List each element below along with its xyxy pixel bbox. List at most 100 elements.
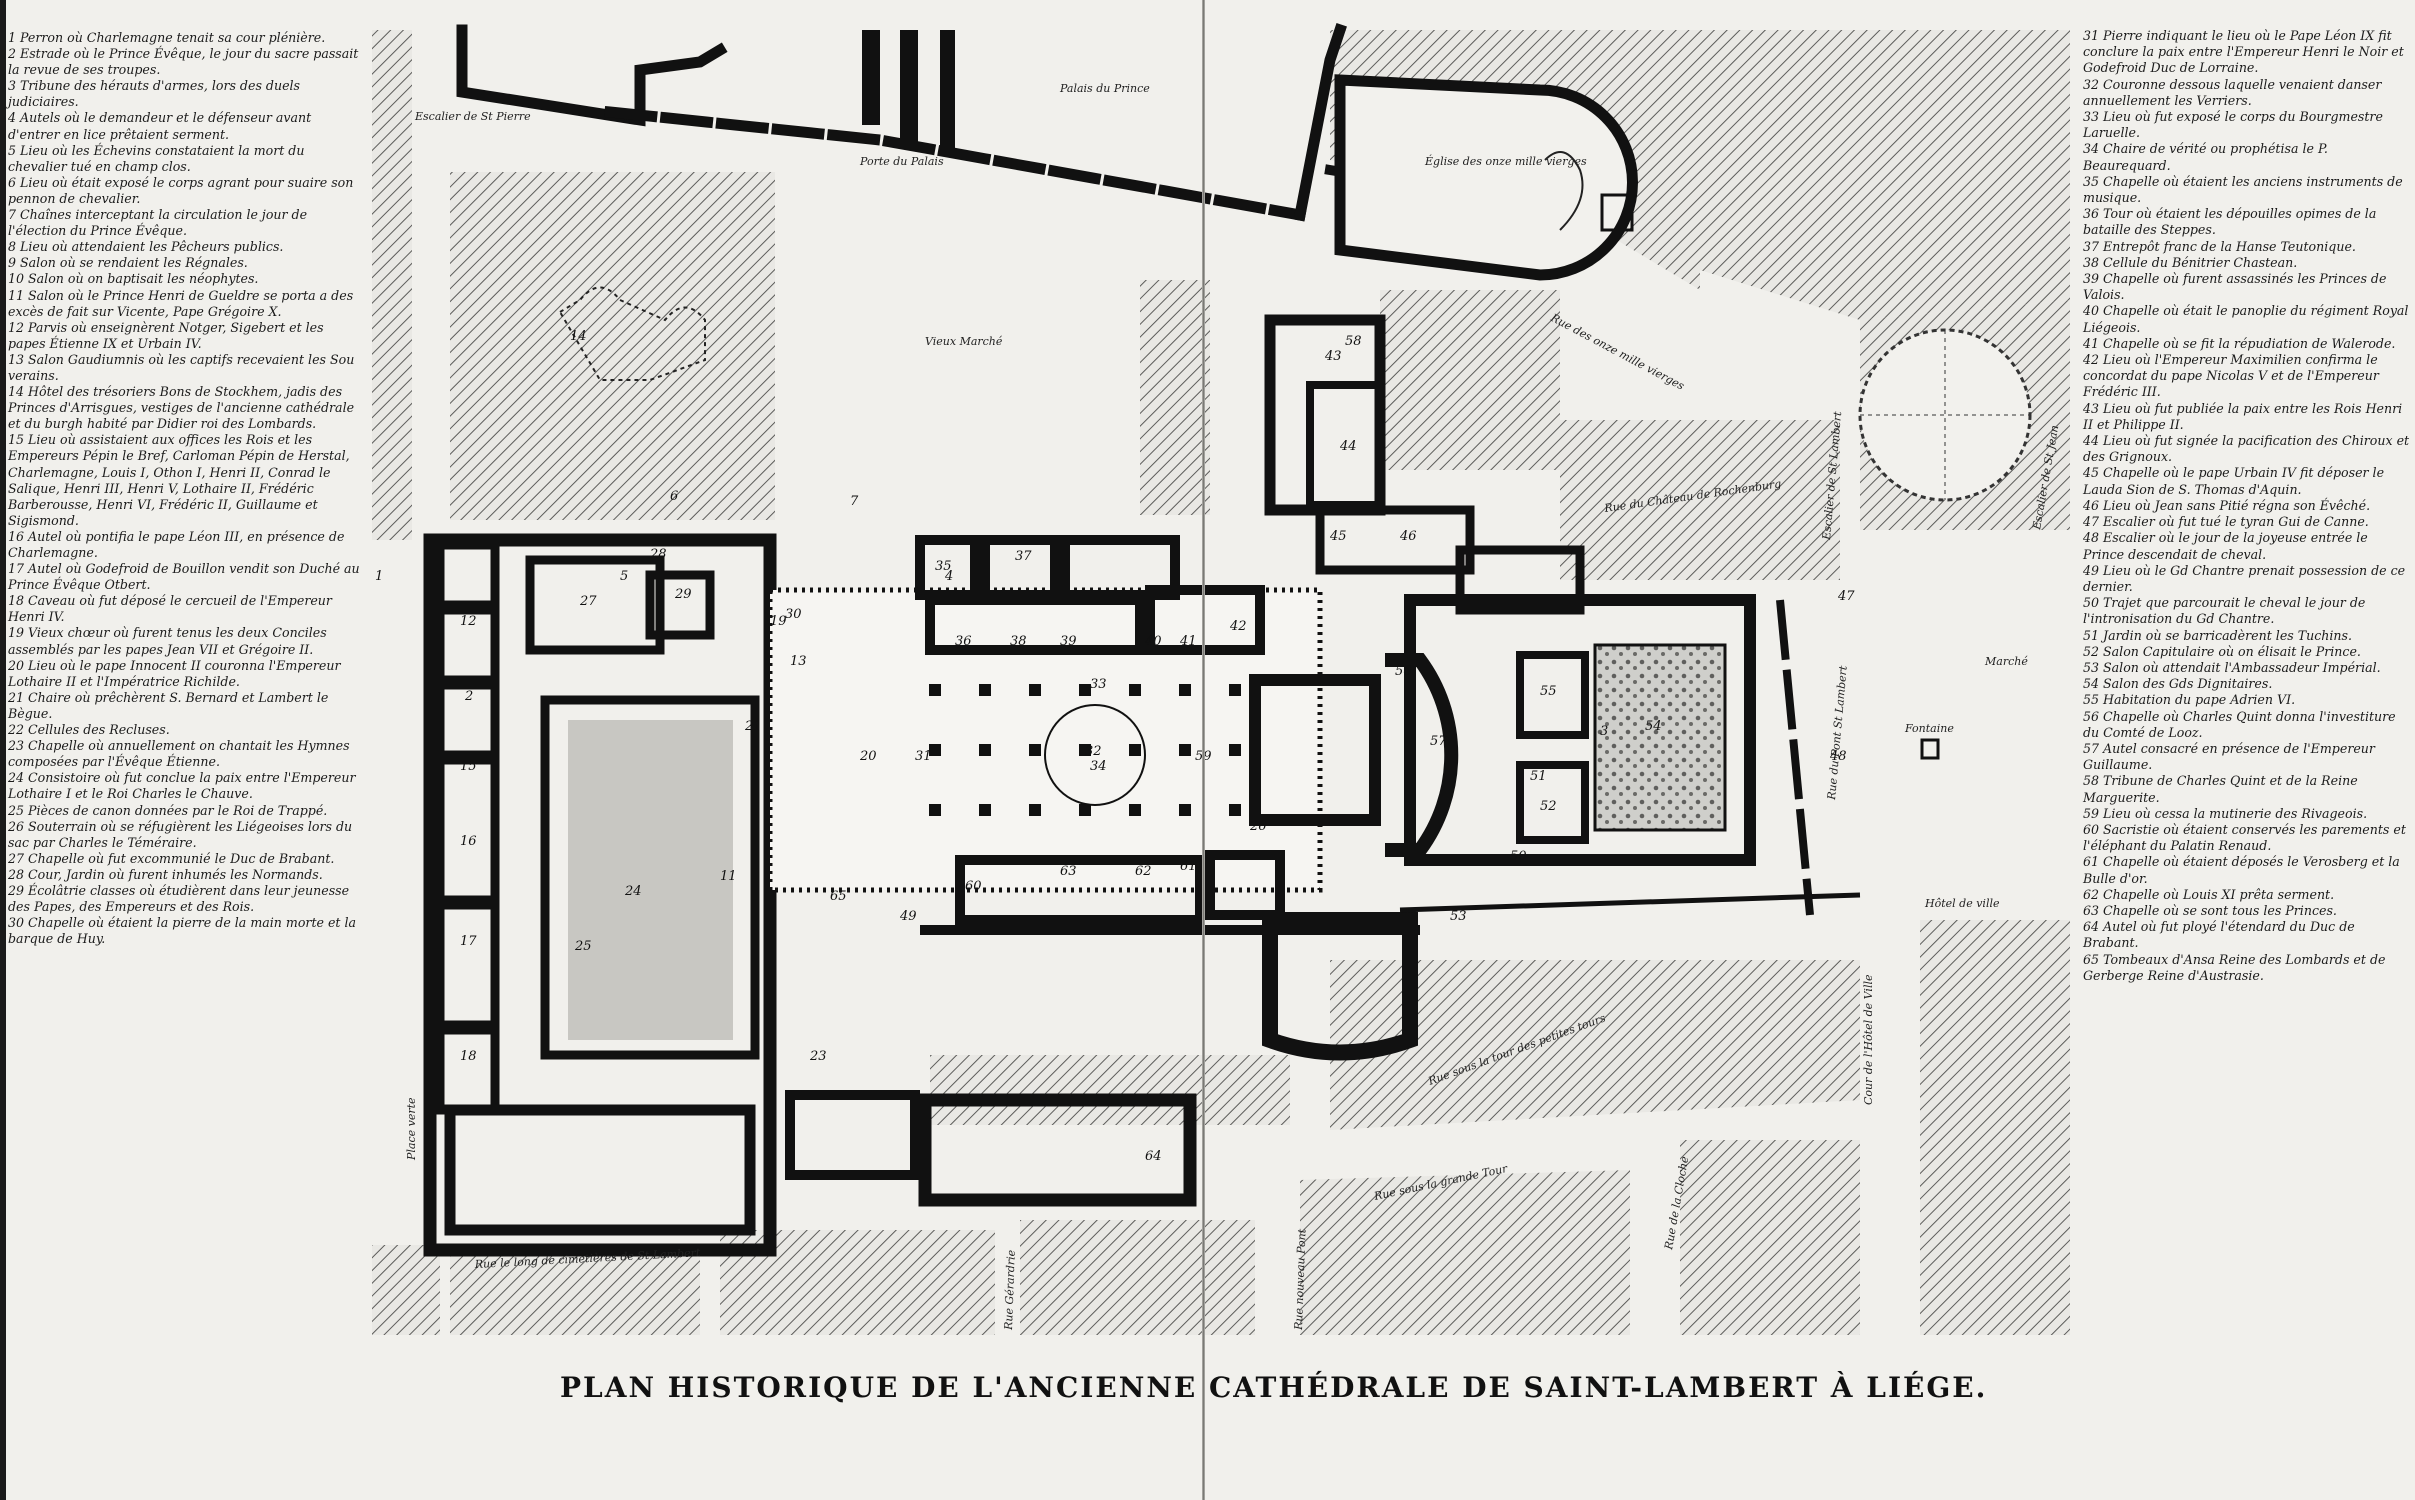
label-palais-du-prince: Palais du Prince (1059, 82, 1150, 95)
nave-column (1179, 744, 1191, 756)
room-49: 49 (899, 909, 917, 924)
plan-title: PLAN HISTORIQUE DE L'ANCIENNE CATHÉDRALE… (560, 1371, 1988, 1404)
room-37: 37 (1015, 549, 1032, 564)
nave-column (1179, 804, 1191, 816)
room-19: 19 (770, 614, 787, 629)
room-23: 23 (809, 1049, 827, 1064)
legend-entry: 52 Salon Capitulaire où on élisait le Pr… (2083, 643, 2361, 659)
room-64: 64 (1145, 1149, 1162, 1164)
room-48: 48 (1829, 749, 1847, 764)
room-18: 18 (460, 1049, 477, 1064)
block-north-centre (1140, 280, 1210, 515)
legend-entry: 13 Salon Gaudiumnis où les captifs recev… (8, 351, 355, 383)
nave-column (1029, 804, 1041, 816)
room-63: 63 (1060, 864, 1077, 879)
room-54: 54 (1645, 719, 1662, 734)
legend-entry: 8 Lieu où attendaient les Pêcheurs publi… (8, 239, 284, 255)
block-east-upper (1560, 420, 1840, 580)
legend-entry: 40 Chapelle où était le panoplie du régi… (2083, 303, 2409, 335)
room-21: 21 (744, 719, 762, 734)
room-28: 28 (649, 547, 667, 562)
legend-entry: 30 Chapelle où étaient la pierre de la m… (8, 915, 357, 947)
legend-entry: 63 Chapelle où se sont tous les Princes. (2083, 902, 2337, 918)
book-fold (1202, 0, 1205, 1500)
legend-entry: 41 Chapelle où se fit la répudiation de … (2083, 335, 2396, 351)
legend-entry: 33 Lieu où fut exposé le corps du Bourgm… (2083, 109, 2383, 141)
room-5: 5 (620, 569, 628, 584)
legend-entry: 38 Cellule du Bénitrier Chastean. (2083, 254, 2298, 270)
room-53: 53 (1450, 909, 1467, 924)
room-34: 34 (1090, 759, 1107, 774)
block-south-1 (1300, 1170, 1630, 1335)
nave-column (1079, 804, 1091, 816)
room-33: 33 (1090, 677, 1107, 692)
room-43: 43 (1324, 349, 1342, 364)
choir (1249, 674, 1381, 826)
block-palais (930, 1055, 1290, 1125)
legend-entry: 42 Lieu où l'Empereur Maximilien confirm… (2083, 352, 2379, 400)
legend-entry: 2 Estrade où le Prince Évêque, le jour d… (8, 46, 359, 78)
nave-column (1229, 744, 1241, 756)
room-58: 58 (1345, 334, 1362, 349)
label-rue-pont: Rue du Pont St Lambert (1825, 665, 1850, 802)
legend-entry: 54 Salon des Gds Dignitaires. (2083, 676, 2273, 692)
legend-entry: 29 Écolâtrie classes où étudièrent dans … (8, 882, 350, 915)
room-36: 36 (955, 634, 972, 649)
label-hotel-de-ville: Hôtel de ville (1924, 897, 2000, 910)
legend-entry: 11 Salon où le Prince Henri de Gueldre s… (8, 287, 354, 319)
cloister-garden (568, 720, 733, 1040)
label-cour-hotel-ville: Cour de l'Hôtel de Ville (1862, 974, 1875, 1105)
block-south-east-1 (1920, 920, 2070, 1335)
legend-entry: 25 Pièces de canon données par le Roi de… (8, 802, 328, 818)
block-south-2 (1680, 1140, 1860, 1335)
legend-entry: 34 Chaire de vérité ou prophétisa le P. … (2083, 141, 2328, 173)
eglise-onze-mille-vierges (1334, 74, 1638, 281)
block-north-east (1380, 290, 1560, 470)
room-31: 31 (915, 749, 932, 764)
room-50: 50 (1510, 849, 1527, 864)
room-14: 14 (570, 329, 587, 344)
label-rue-pont-neuf: Rue nouveau Pont (1292, 1228, 1309, 1331)
legend-entry: 59 Lieu où cessa la mutinerie des Rivage… (2083, 805, 2368, 821)
legend-entry: 62 Chapelle où Louis XI prêta serment. (2083, 886, 2335, 902)
block-west-strip (372, 30, 412, 540)
legend-entry: 14 Hôtel des trésoriers Bons de Stockhem… (8, 384, 355, 432)
room-42: 42 (1229, 619, 1247, 634)
legend-entry: 51 Jardin où se barricadèrent les Tuchin… (2083, 627, 2353, 643)
legend-entry: 1 Perron où Charlemagne tenait sa cour p… (8, 30, 326, 45)
legend-entry: 45 Chapelle où le pape Urbain IV fit dép… (2083, 465, 2385, 497)
legend-entry: 49 Lieu où le Gd Chantre prenait possess… (2083, 562, 2406, 594)
room-51: 51 (1530, 769, 1547, 784)
block-south-4 (720, 1230, 995, 1335)
nave-column (1079, 744, 1091, 756)
legend-entry: 47 Escalier où fut tué le tyran Gui de C… (2083, 514, 2369, 530)
room-numbers: 1 2 3 4 5 6 7 11 12 13 14 15 16 17 18 19… (375, 329, 1855, 1164)
room-29: 29 (674, 587, 692, 602)
block-south-3 (1020, 1220, 1255, 1335)
nave-column (929, 804, 941, 816)
legend-entry: 15 Lieu où assistaient aux offices les R… (8, 432, 350, 528)
legend-entry: 48 Escalier où le jour de la joyeuse ent… (2083, 530, 2368, 562)
legend-entry: 39 Chapelle où furent assassinés les Pri… (2083, 271, 2387, 303)
page-edge (0, 0, 6, 1500)
room-55: 55 (1540, 684, 1557, 699)
label-marche: Marché (1984, 655, 2028, 668)
east-garden (1593, 643, 1727, 832)
nave-column (1029, 684, 1041, 696)
legend-entry: 53 Salon où attendait l'Ambassadeur Impé… (2083, 659, 2381, 675)
nave-column (979, 684, 991, 696)
legend-entry: 57 Autel consacré en présence de l'Emper… (2083, 740, 2375, 773)
nave-column (929, 684, 941, 696)
room-3: 3 (1600, 724, 1608, 739)
legend-entry: 58 Tribune de Charles Quint et de la Rei… (2083, 773, 2358, 805)
room-25: 25 (574, 939, 592, 954)
legend-entry: 16 Autel où pontifia le pape Léon III, e… (8, 528, 345, 560)
room-11: 11 (720, 869, 737, 884)
room-45: 45 (1329, 529, 1347, 544)
legend-entry: 10 Salon où on baptisait les néophytes. (8, 271, 259, 287)
legend-entry: 7 Chaînes interceptant la circulation le… (8, 207, 308, 239)
room-4: 4 (944, 569, 953, 584)
cloister-inner (540, 695, 760, 1060)
legend-entry: 50 Trajet que parcourait le cheval le jo… (2083, 595, 2366, 627)
